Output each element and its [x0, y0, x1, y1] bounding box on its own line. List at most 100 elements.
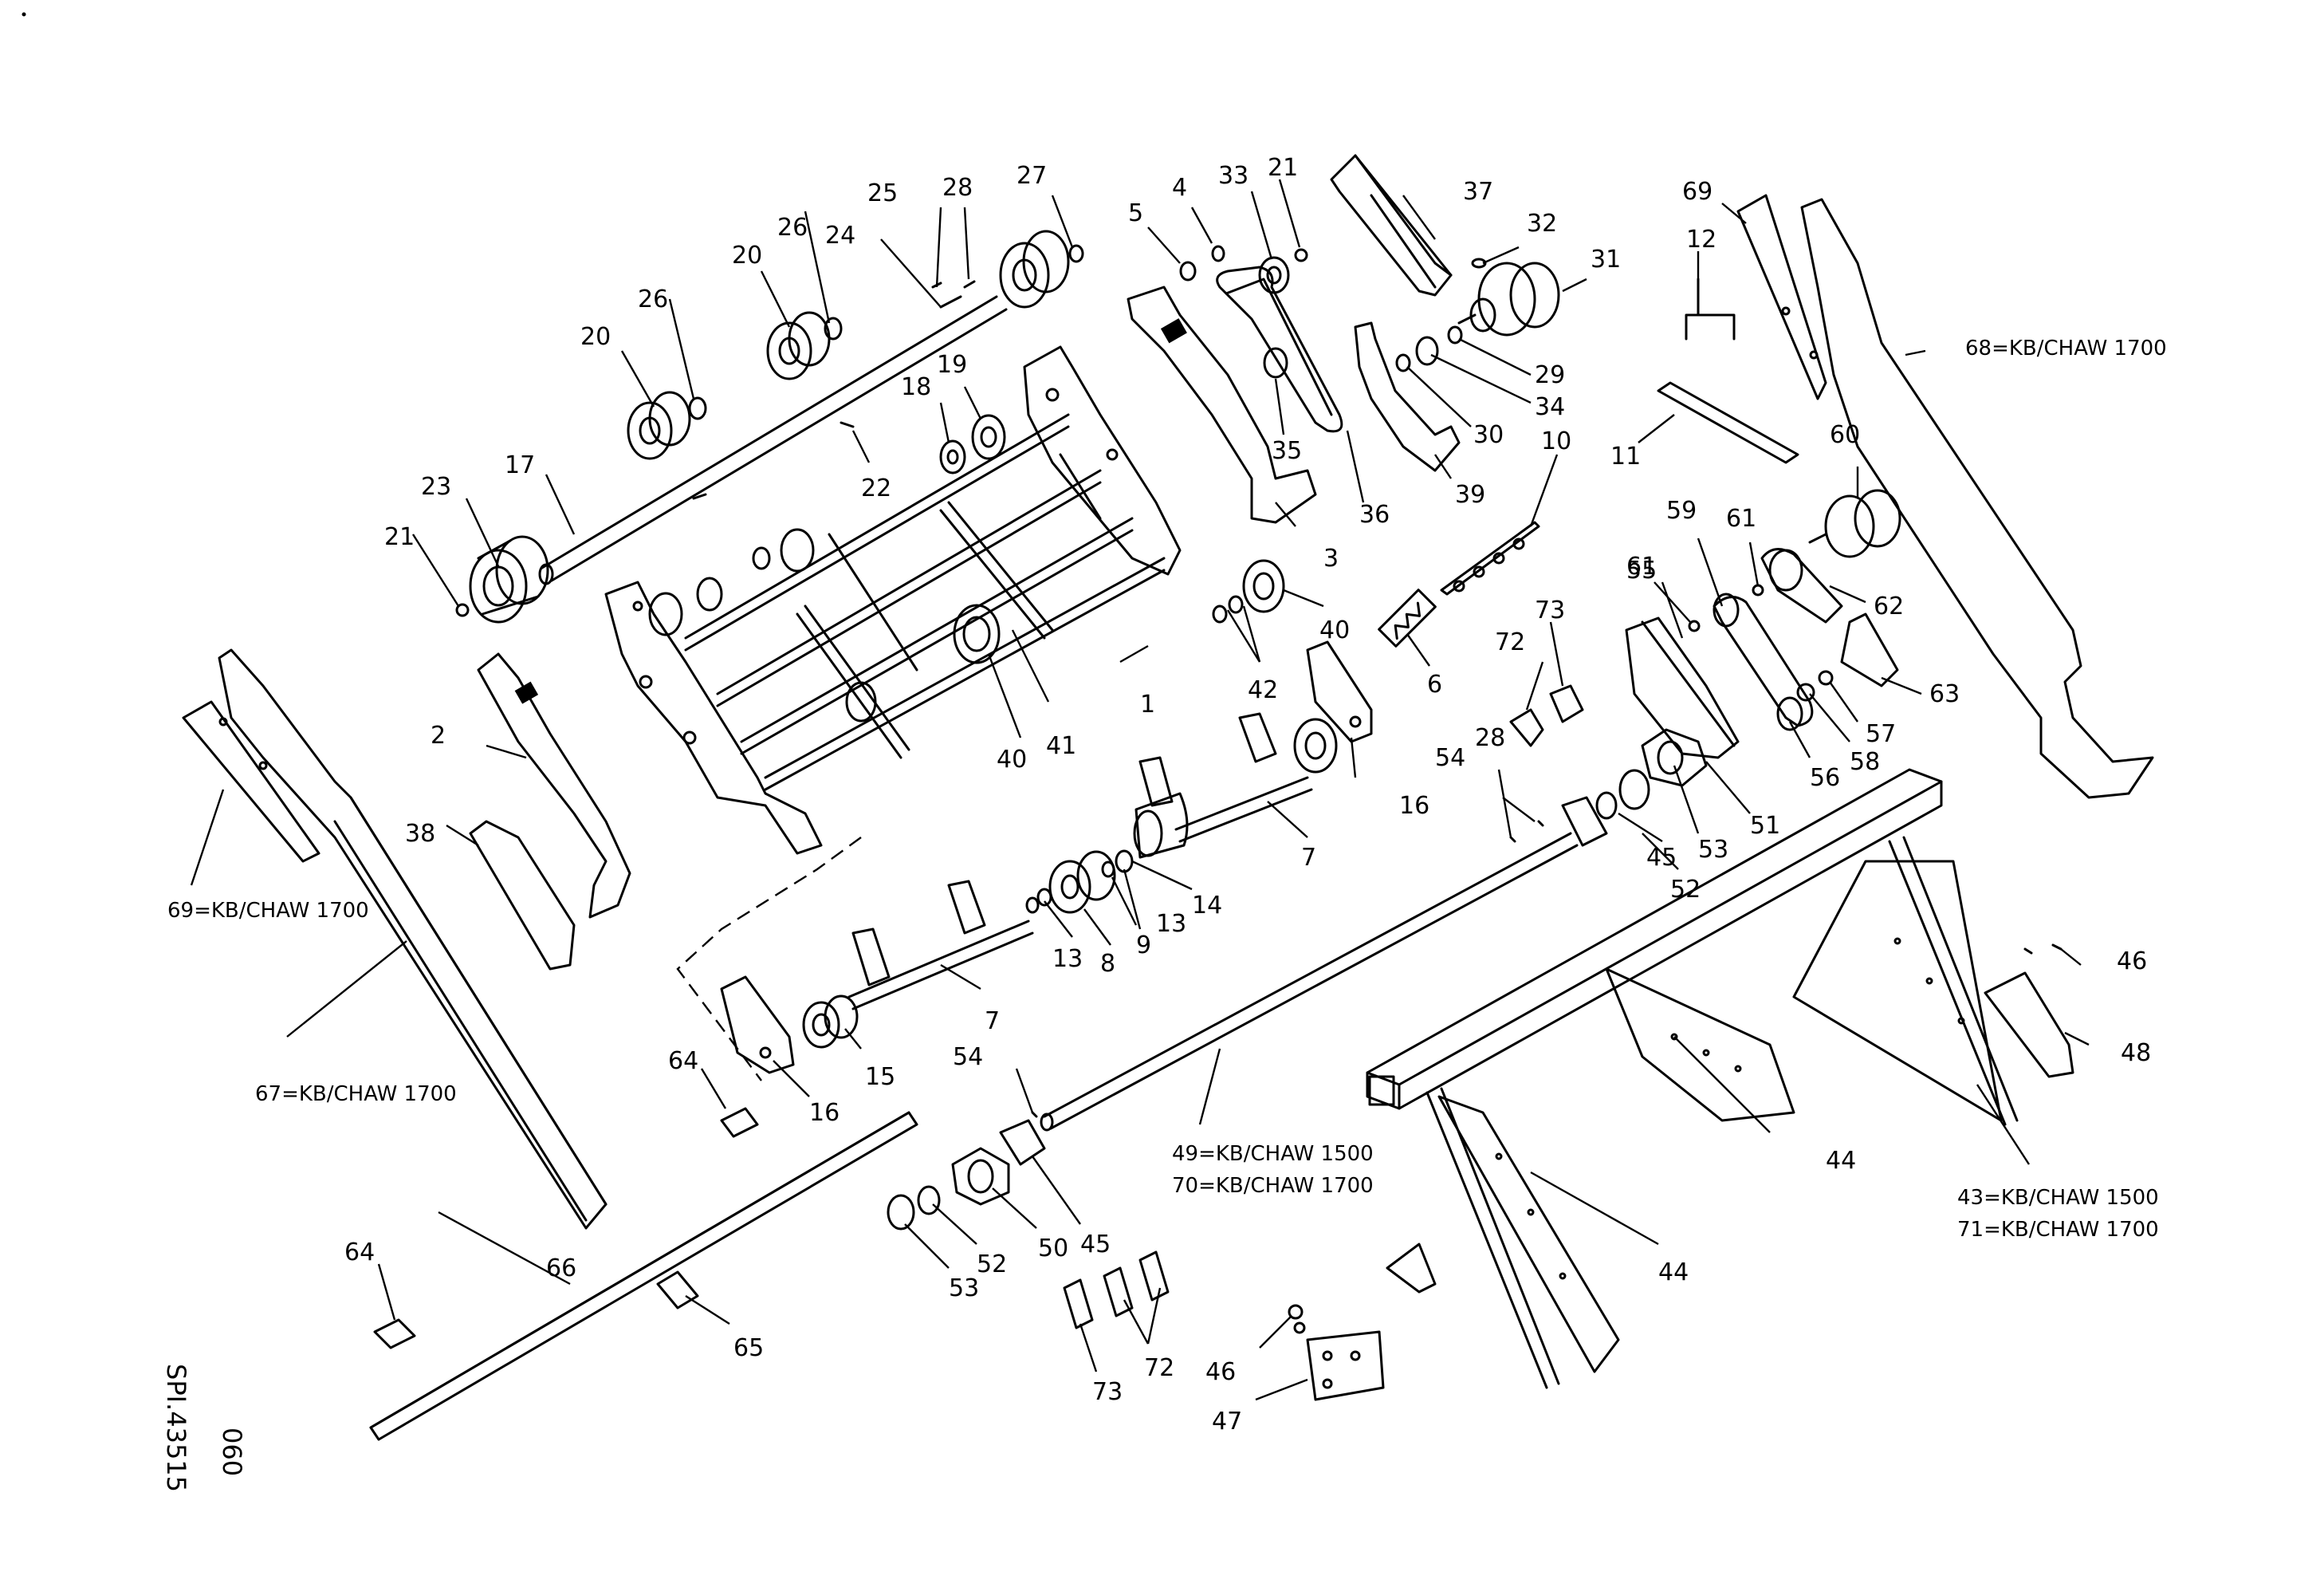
part-leg-lower — [1386, 1243, 1437, 1294]
callout-63: 63 — [1929, 680, 1960, 708]
part-motor-60 — [1808, 489, 1901, 558]
part-plate-69-left — [182, 700, 320, 863]
callout-69a: 69 — [1682, 178, 1713, 206]
callout-35: 35 — [1272, 437, 1302, 465]
part-plate-62 — [1760, 548, 1843, 624]
part-screw-28r — [1537, 820, 1544, 827]
part-bearing-18 — [939, 439, 966, 475]
callout-72a: 72 — [1495, 628, 1525, 656]
callout-22: 22 — [861, 475, 891, 502]
part-rail-66 — [369, 1111, 918, 1441]
part-nut-21 — [455, 603, 470, 617]
callout-64a: 64 — [668, 1047, 698, 1075]
part-bearing-53r — [1618, 769, 1650, 810]
callout-53a: 53 — [949, 1274, 979, 1302]
callout-24: 24 — [825, 222, 855, 250]
part-plate-69-right — [1736, 194, 1827, 400]
part-key-small — [692, 493, 707, 500]
part-frame-67 — [218, 648, 608, 1230]
part-bushing-61a — [1688, 620, 1701, 632]
part-bracket-47 — [1306, 1330, 1385, 1401]
part-ring-13b — [1025, 896, 1040, 914]
callout-26a: 26 — [638, 286, 668, 313]
part-pulley-23 — [469, 535, 549, 624]
part-washer-46l — [1293, 1321, 1306, 1334]
part-roller-8 — [1048, 850, 1116, 914]
part-bearing-40 — [1212, 559, 1285, 624]
callout-33: 33 — [1218, 162, 1249, 190]
callout-48: 48 — [2121, 1039, 2151, 1067]
part-panel-44-upper — [1605, 967, 1795, 1122]
part-chain-10 — [1440, 521, 1540, 596]
callout-47: 47 — [1212, 1408, 1242, 1436]
part-bracket-72-lower — [1103, 1250, 1170, 1317]
callout-39: 39 — [1455, 481, 1485, 509]
callout-28a: 28 — [942, 174, 973, 202]
part-cover-38 — [469, 820, 576, 971]
callout-26b: 26 — [777, 214, 808, 242]
callout-68: 68=KB/CHAW 1700 — [1965, 337, 2167, 360]
part-ring-9 — [1101, 861, 1115, 878]
part-pulley-20a — [627, 391, 691, 460]
part-key-22 — [840, 421, 855, 428]
callout-16b: 16 — [1399, 792, 1429, 820]
callout-53b: 53 — [1698, 836, 1728, 864]
drawing-reference: 060 SPI.43515 — [161, 1364, 247, 1492]
callout-21b: 21 — [1268, 154, 1298, 182]
callout-31: 31 — [1591, 246, 1621, 274]
part-washer-26a — [688, 396, 707, 420]
callout-27: 27 — [1017, 162, 1047, 190]
callout-70: 70=KB/CHAW 1700 — [1172, 1174, 1374, 1198]
part-spring-6 — [1378, 589, 1437, 648]
part-beam-43 — [1366, 768, 2019, 1389]
callout-18: 18 — [901, 373, 931, 401]
part-nut-58 — [1796, 683, 1815, 702]
part-bracket-72-upper — [1509, 708, 1544, 747]
callout-16a: 16 — [809, 1099, 840, 1127]
callout-73b: 73 — [1092, 1378, 1123, 1406]
callout-4: 4 — [1172, 174, 1187, 202]
part-panel-44-lower — [1437, 1095, 1620, 1373]
callout-52b: 52 — [1670, 876, 1701, 904]
callout-34: 34 — [1535, 393, 1565, 421]
callout-3: 3 — [1323, 545, 1339, 573]
part-plate-16-lower — [720, 975, 795, 1074]
part-belt-36 — [1216, 266, 1343, 433]
part-screw-54l — [1031, 1111, 1038, 1118]
callout-73a: 73 — [1535, 597, 1565, 624]
callout-54b: 54 — [953, 1043, 983, 1071]
part-washer-29 — [1447, 325, 1463, 345]
part-washer-30 — [1395, 353, 1411, 372]
callout-44a: 44 — [1826, 1147, 1856, 1175]
part-nut-27 — [1068, 244, 1084, 263]
part-pulley-27 — [999, 230, 1070, 309]
part-washer-26b — [824, 317, 843, 341]
part-bracket-39 — [1354, 321, 1461, 472]
callout-60: 60 — [1830, 421, 1860, 449]
callout-55: 55 — [1626, 557, 1657, 585]
callout-30: 30 — [1473, 421, 1504, 449]
callout-56: 56 — [1810, 764, 1840, 792]
callout-65: 65 — [733, 1334, 764, 1362]
callout-72b: 72 — [1144, 1354, 1174, 1382]
callout-13b: 13 — [1156, 910, 1186, 938]
part-panel-44-right — [1792, 860, 2003, 1122]
callout-20a: 20 — [580, 323, 611, 351]
part-ring-13a — [1036, 888, 1052, 907]
part-nut-21b — [1294, 248, 1308, 262]
part-motor-31 — [1457, 262, 1560, 337]
part-washer-57 — [1818, 670, 1834, 686]
callout-43: 43=KB/CHAW 1500 — [1957, 1186, 2159, 1210]
callout-2: 2 — [431, 722, 446, 750]
callout-51: 51 — [1750, 812, 1780, 840]
callout-7b: 7 — [985, 1007, 1000, 1035]
callout-5: 5 — [1128, 199, 1143, 227]
part-clip-64-lower — [373, 1318, 416, 1349]
part-bearing-51 — [1641, 728, 1708, 787]
callout-42: 42 — [1248, 676, 1278, 704]
callout-50: 50 — [1038, 1235, 1068, 1262]
callout-45b: 45 — [1646, 844, 1677, 872]
callout-64b: 64 — [344, 1239, 375, 1266]
part-plate-45l — [999, 1119, 1046, 1166]
